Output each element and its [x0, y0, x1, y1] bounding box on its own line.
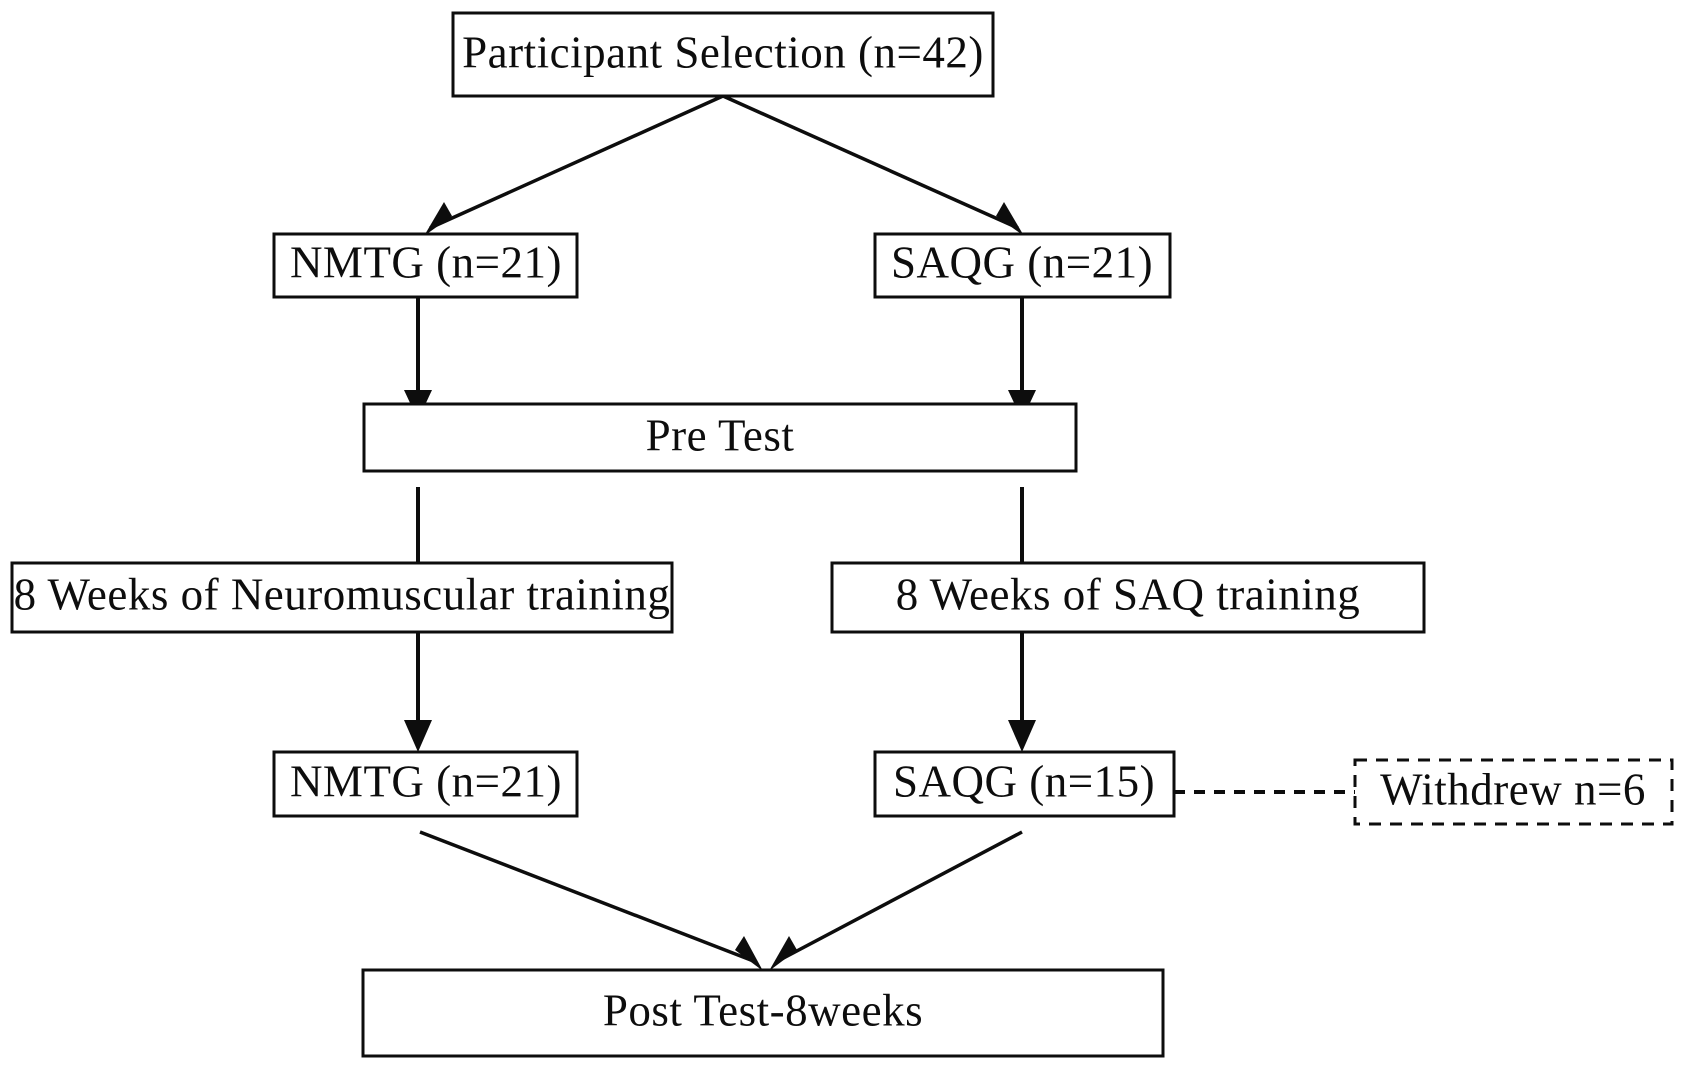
node-nmtg-bottom-label: NMTG (n=21): [290, 756, 562, 806]
node-saqg-top-label: SAQG (n=21): [891, 237, 1153, 287]
node-nmtg-top-label: NMTG (n=21): [290, 237, 562, 287]
node-pre-test[interactable]: Pre Test: [362, 402, 1078, 473]
node-saq-training[interactable]: 8 Weeks of SAQ training: [830, 561, 1426, 634]
node-nmtg-top[interactable]: NMTG (n=21): [272, 232, 579, 299]
node-saqg-top[interactable]: SAQG (n=21): [873, 232, 1172, 299]
edge-participant-selection-to-saqg-top: [722, 94, 1024, 236]
edge-nmtg-bottom-to-post-test: [419, 830, 763, 971]
node-withdrew-label: Withdrew n=6: [1380, 764, 1646, 814]
node-pre-test-label: Pre Test: [646, 410, 795, 460]
node-post-test-label: Post Test-8weeks: [603, 985, 923, 1035]
node-withdrew[interactable]: Withdrew n=6: [1353, 758, 1674, 826]
node-saqg-bottom-label: SAQG (n=15): [893, 756, 1155, 806]
edge-nmtg-top-to-pre-test: [404, 297, 432, 420]
node-saqg-bottom[interactable]: SAQG (n=15): [873, 750, 1176, 818]
node-nmtg-bottom[interactable]: NMTG (n=21): [272, 750, 579, 818]
node-participant-selection[interactable]: Participant Selection (n=42): [451, 11, 995, 98]
node-saq-training-label: 8 Weeks of SAQ training: [896, 569, 1361, 619]
node-neuromuscular-training-label: 8 Weeks of Neuromuscular training: [14, 569, 671, 619]
edge-saqg-bottom-to-post-test: [769, 830, 1023, 971]
node-neuromuscular-training[interactable]: 8 Weeks of Neuromuscular training: [10, 561, 674, 634]
edge-neuromuscular-training-to-nmtg-bottom: [404, 632, 432, 752]
edge-saq-training-to-saqg-bottom: [1008, 632, 1036, 752]
node-post-test[interactable]: Post Test-8weeks: [361, 968, 1165, 1058]
edge-participant-selection-to-nmtg-top: [424, 94, 724, 236]
node-participant-selection-label: Participant Selection (n=42): [462, 27, 984, 77]
edge-saqg-top-to-pre-test: [1008, 297, 1036, 420]
